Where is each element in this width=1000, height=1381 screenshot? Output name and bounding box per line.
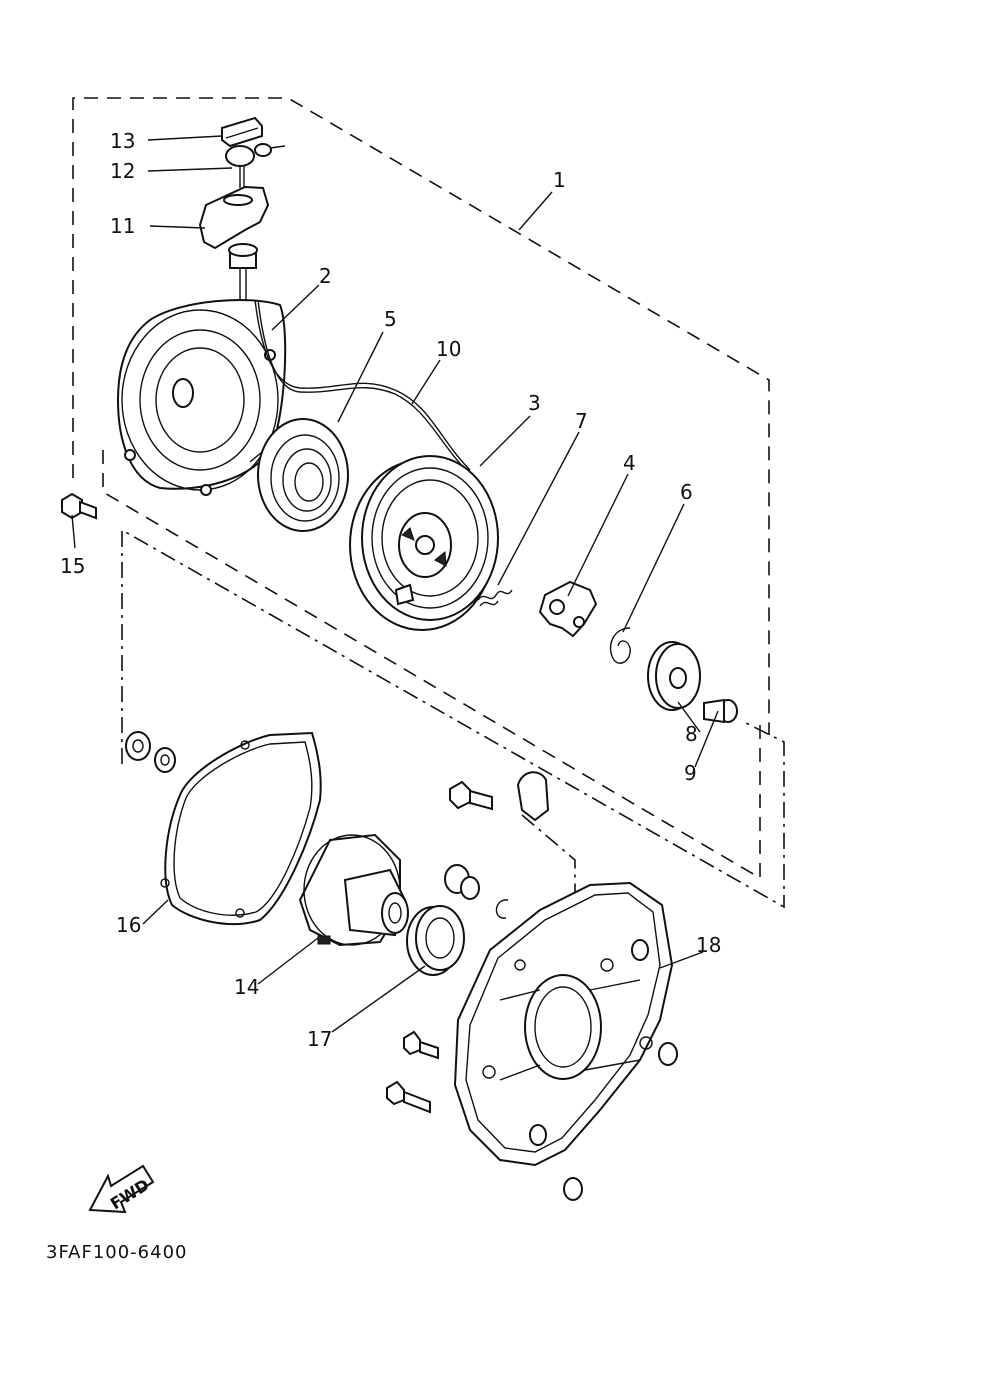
starter-rope-part [254,299,471,475]
callout-1: 1 [553,168,566,192]
gasket-part [160,731,322,926]
crankcase-cover-part [453,881,674,1167]
callout-11: 11 [110,214,135,238]
callout-15: 15 [60,554,85,578]
friction-plate-part [647,641,701,711]
callout-14: 14 [234,975,259,999]
forward-direction-arrow: FWD [88,1164,155,1213]
handle-clip-part [225,143,286,188]
callout-10: 10 [436,337,461,361]
leader-lines [71,135,719,1033]
recoil-spring-part [249,418,349,532]
pawl-spring-part [477,589,513,607]
callout-7: 7 [575,409,588,433]
callout-3: 3 [528,391,541,415]
callout-labels: 1 2 3 4 5 6 7 8 9 10 11 12 13 14 15 16 1… [60,129,721,1051]
starter-hub-part [298,833,409,947]
callout-13: 13 [110,129,135,153]
pulley-bolt-part [703,698,738,724]
callout-17: 17 [307,1027,332,1051]
callout-5: 5 [384,307,397,331]
drive-pulley-part [349,455,499,631]
callout-6: 6 [680,480,693,504]
callout-8: 8 [685,722,698,746]
callout-4: 4 [623,451,636,475]
callout-18: 18 [696,933,721,957]
retaining-clip-part [609,627,631,664]
drive-pawl-part [538,580,598,638]
handle-cap-part [221,116,263,148]
oil-seal-part [406,905,465,976]
nut-and-washer-part [125,731,176,773]
figure-code: 3FAF100-6400 [46,1242,187,1263]
callout-16: 16 [116,913,141,937]
callout-9: 9 [684,761,697,785]
cover-fasteners-part [386,771,678,1201]
callout-12: 12 [110,159,135,183]
assembly-1-dashed-boundary [72,97,770,880]
callout-2: 2 [319,264,332,288]
starter-handle-part [198,185,270,300]
case-bolt-part [61,492,97,520]
